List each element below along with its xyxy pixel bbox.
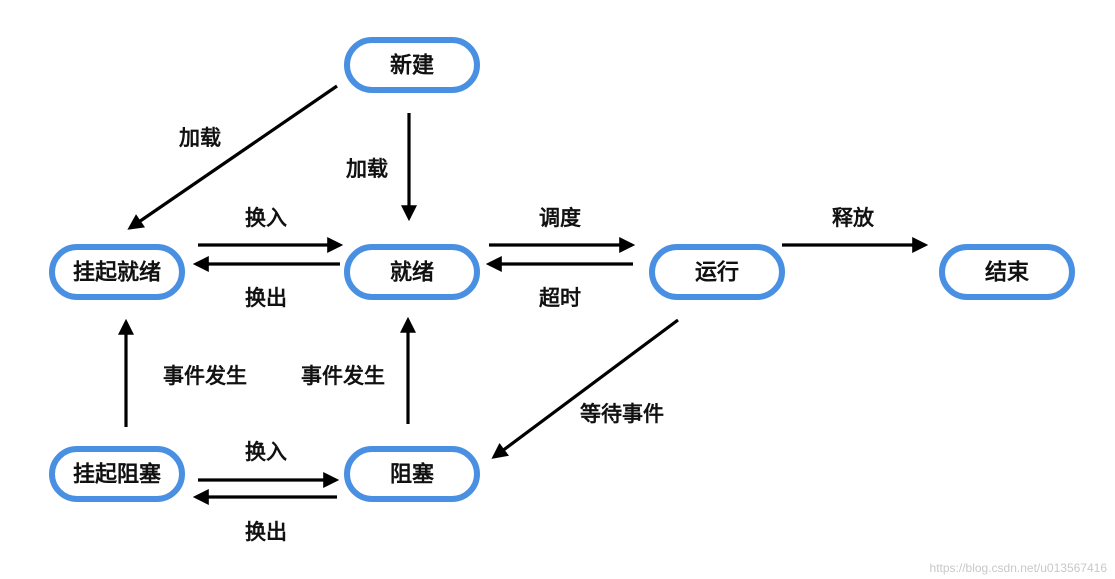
edge-label-event-middle: 事件发生 xyxy=(301,364,385,388)
edge-label-event-left: 事件发生 xyxy=(163,364,247,388)
state-suspended-blocked: 挂起阻塞 xyxy=(49,446,185,502)
edge-load-to-ready: 加载 xyxy=(345,113,417,222)
watermark: https://blog.csdn.net/u013567416 xyxy=(929,561,1107,575)
edge-label-swap-out-bottom: 换出 xyxy=(245,520,287,544)
state-blocked: 阻塞 xyxy=(344,446,480,502)
state-new: 新建 xyxy=(344,37,480,93)
state-new-label: 新建 xyxy=(390,53,434,79)
edge-event-occurs-left: 事件发生 xyxy=(118,318,247,427)
state-running: 运行 xyxy=(649,244,785,300)
edge-label-load-middle: 加载 xyxy=(345,157,388,181)
edge-label-swap-in-top: 换入 xyxy=(245,206,287,230)
edge-event-occurs-middle: 事件发生 xyxy=(301,316,416,424)
state-running-label: 运行 xyxy=(695,260,739,286)
state-blocked-label: 阻塞 xyxy=(390,462,435,488)
edge-swap-in-bottom: 换入 xyxy=(198,440,340,488)
edge-label-timeout: 超时 xyxy=(539,286,581,310)
edge-load-to-suspended-ready: 加载 xyxy=(127,84,338,230)
edge-swap-in-top: 换入 xyxy=(198,206,344,253)
edge-swap-out-top: 换出 xyxy=(192,256,340,310)
edge-label-load-left: 加载 xyxy=(178,126,221,150)
edge-label-swap-out-top: 换出 xyxy=(245,286,287,310)
state-finished: 结束 xyxy=(939,244,1075,300)
state-suspended-blocked-label: 挂起阻塞 xyxy=(73,462,162,488)
edge-swap-out-bottom: 换出 xyxy=(192,489,337,544)
state-suspended-ready: 挂起就绪 xyxy=(49,244,185,300)
state-ready: 就绪 xyxy=(344,244,480,300)
edge-label-release: 释放 xyxy=(832,206,875,230)
edge-timeout: 超时 xyxy=(485,256,633,310)
state-ready-label: 就绪 xyxy=(390,260,434,286)
edge-release: 释放 xyxy=(782,206,929,253)
edge-wait-event: 等待事件 xyxy=(491,318,679,459)
state-suspended-ready-label: 挂起就绪 xyxy=(73,260,161,286)
state-finished-label: 结束 xyxy=(985,260,1030,286)
edge-schedule: 调度 xyxy=(489,206,636,253)
edge-label-schedule: 调度 xyxy=(539,206,581,230)
edge-label-swap-in-bottom: 换入 xyxy=(245,440,287,464)
edge-label-wait-event: 等待事件 xyxy=(580,402,664,426)
